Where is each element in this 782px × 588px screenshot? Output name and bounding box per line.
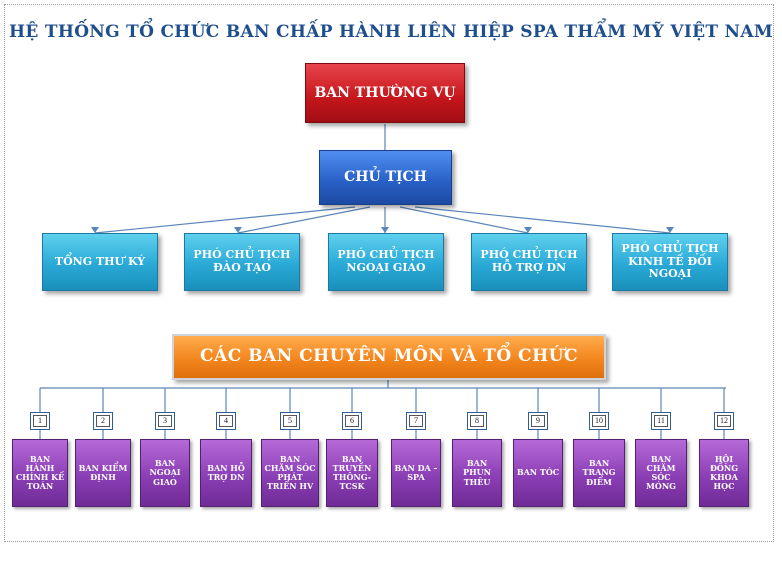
department-number-label: 2 bbox=[96, 415, 110, 427]
link-chair-deputy-5 bbox=[414, 206, 671, 234]
department-number-7: 7 bbox=[406, 412, 426, 430]
department-number-label: 9 bbox=[531, 415, 545, 427]
deputy-box-3: PHÓ CHỦ TỊCH NGOẠI GIAO bbox=[328, 233, 444, 291]
department-number-label: 12 bbox=[717, 415, 731, 427]
deputy-box-4: PHÓ CHỦ TỊCH HỖ TRỢ DN bbox=[471, 233, 587, 291]
department-box-11: BAN CHĂM SÓC MÓNG bbox=[635, 439, 687, 507]
page-title: HỆ THỐNG TỔ CHỨC BAN CHẤP HÀNH LIÊN HIỆP… bbox=[9, 22, 773, 42]
chair-box: CHỦ TỊCH bbox=[319, 150, 452, 205]
deputy-box-5: PHÓ CHỦ TỊCH KINH TẾ ĐỐI NGOẠI bbox=[612, 233, 728, 291]
department-number-label: 3 bbox=[158, 415, 172, 427]
department-box-1: BAN HÀNH CHÍNH KẾ TOÁN bbox=[12, 439, 68, 507]
department-number-label: 8 bbox=[470, 415, 484, 427]
department-number-4: 4 bbox=[216, 412, 236, 430]
department-box-2: BAN KIỂM ĐỊNH bbox=[75, 439, 131, 507]
arrow-head-5 bbox=[666, 227, 674, 233]
page-frame bbox=[4, 4, 774, 542]
arrow-head-4 bbox=[524, 227, 532, 233]
department-box-9: BAN TÓC bbox=[513, 439, 563, 507]
department-number-3: 3 bbox=[155, 412, 175, 430]
department-number-9: 9 bbox=[528, 412, 548, 430]
department-box-3: BAN NGOẠI GIAO bbox=[140, 439, 190, 507]
department-number-5: 5 bbox=[280, 412, 300, 430]
department-box-10: BAN TRANG ĐIỂM bbox=[573, 439, 625, 507]
arrow-head-3 bbox=[381, 227, 389, 233]
department-box-8: BAN PHUN THÊU bbox=[452, 439, 502, 507]
department-box-5: BAN CHĂM SÓC PHÁT TRIỂN HV bbox=[261, 439, 319, 507]
link-chair-deputy-4 bbox=[399, 206, 529, 234]
department-number-1: 1 bbox=[30, 412, 50, 430]
department-number-12: 12 bbox=[714, 412, 734, 430]
department-box-4: BAN HỖ TRỢ DN bbox=[200, 439, 252, 507]
department-box-6: BAN TRUYỀN THÔNG-TCSK bbox=[326, 439, 378, 507]
department-number-2: 2 bbox=[93, 412, 113, 430]
department-number-6: 6 bbox=[342, 412, 362, 430]
department-number-label: 1 bbox=[33, 415, 47, 427]
department-number-10: 10 bbox=[589, 412, 609, 430]
department-number-label: 7 bbox=[409, 415, 423, 427]
department-number-label: 11 bbox=[654, 415, 668, 427]
arrow-head-1 bbox=[91, 227, 99, 233]
departments-header-box: CÁC BAN CHUYÊN MÔN VÀ TỔ CHỨC bbox=[172, 334, 606, 380]
deputy-box-2: PHÓ CHỦ TỊCH ĐÀO TẠO bbox=[184, 233, 300, 291]
deputy-box-1: TỔNG THƯ KÝ bbox=[42, 233, 158, 291]
arrow-head-2 bbox=[234, 227, 242, 233]
department-box-12: HỘI ĐỒNG KHOA HỌC bbox=[699, 439, 749, 507]
department-number-label: 6 bbox=[345, 415, 359, 427]
department-number-label: 10 bbox=[592, 415, 606, 427]
department-number-label: 5 bbox=[283, 415, 297, 427]
department-number-label: 4 bbox=[219, 415, 233, 427]
link-chair-deputy-1 bbox=[94, 206, 356, 234]
link-chair-deputy-2 bbox=[237, 206, 371, 234]
standing-committee-box: BAN THƯỜNG VỤ bbox=[305, 63, 465, 123]
department-box-7: BAN DA – SPA bbox=[391, 439, 441, 507]
department-number-11: 11 bbox=[651, 412, 671, 430]
department-number-8: 8 bbox=[467, 412, 487, 430]
